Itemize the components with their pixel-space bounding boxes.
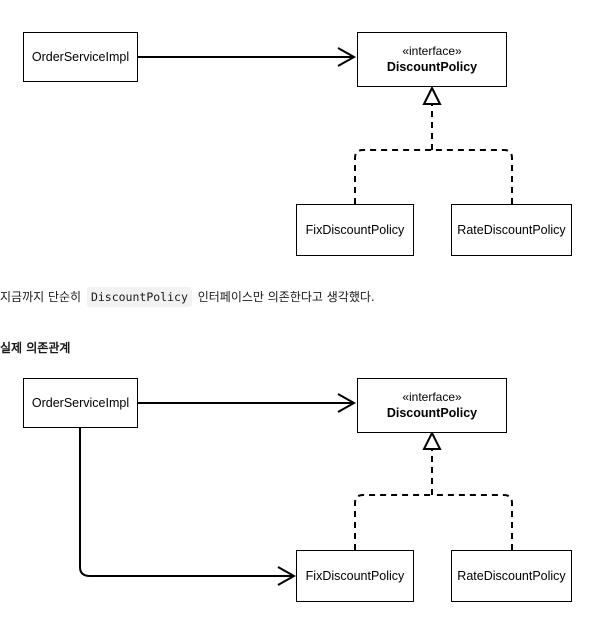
realization-line-fix — [354, 149, 432, 204]
description-paragraph: 지금까지 단순히 DiscountPolicy 인터페이스만 의존한다고 생각했… — [0, 287, 375, 307]
class-diagram-static: OrderServiceImpl «interface» DiscountPol… — [0, 0, 612, 270]
rate-discount-policy-label: RateDiscountPolicy — [457, 568, 566, 583]
dependency-arrow-to-fix-line — [79, 427, 292, 577]
fix-discount-policy-box: FixDiscountPolicy — [296, 550, 414, 602]
dependency-arrow-head — [337, 393, 357, 413]
discount-policy-label: DiscountPolicy — [386, 60, 478, 75]
rate-discount-policy-label: RateDiscountPolicy — [457, 222, 566, 237]
realization-line-rate — [432, 149, 513, 204]
order-service-impl-label: OrderServiceImpl — [31, 49, 130, 64]
class-diagram-actual: OrderServiceImpl «interface» DiscountPol… — [0, 375, 612, 615]
inline-code: DiscountPolicy — [86, 287, 192, 307]
dependency-arrow-to-fix-head — [277, 566, 297, 586]
paragraph-text-after: 인터페이스만 의존한다고 생각했다. — [197, 290, 375, 304]
diagram-connectors-actual — [79, 393, 513, 586]
section-heading: 실제 의존관계 — [0, 341, 71, 355]
discount-policy-interface-box: «interface» DiscountPolicy — [357, 32, 507, 87]
order-service-impl-box: OrderServiceImpl — [23, 32, 138, 82]
diagram-connectors — [138, 47, 513, 204]
discount-policy-label: DiscountPolicy — [386, 406, 478, 421]
fix-discount-policy-label: FixDiscountPolicy — [305, 568, 405, 583]
dependency-arrow-head — [337, 47, 357, 67]
realization-triangle — [422, 430, 442, 450]
interface-stereotype: «interface» — [402, 43, 462, 58]
fix-discount-policy-box: FixDiscountPolicy — [296, 204, 414, 256]
order-service-impl-box: OrderServiceImpl — [23, 378, 138, 428]
rate-discount-policy-box: RateDiscountPolicy — [451, 204, 572, 256]
rate-discount-policy-box: RateDiscountPolicy — [451, 550, 572, 602]
realization-line-fix — [354, 494, 432, 550]
order-service-impl-label: OrderServiceImpl — [31, 395, 130, 410]
interface-stereotype: «interface» — [402, 389, 462, 404]
realization-triangle — [422, 85, 442, 105]
paragraph-text-before: 지금까지 단순히 — [0, 290, 82, 304]
discount-policy-interface-box: «interface» DiscountPolicy — [357, 378, 507, 433]
realization-line-rate — [432, 494, 513, 550]
fix-discount-policy-label: FixDiscountPolicy — [305, 222, 405, 237]
